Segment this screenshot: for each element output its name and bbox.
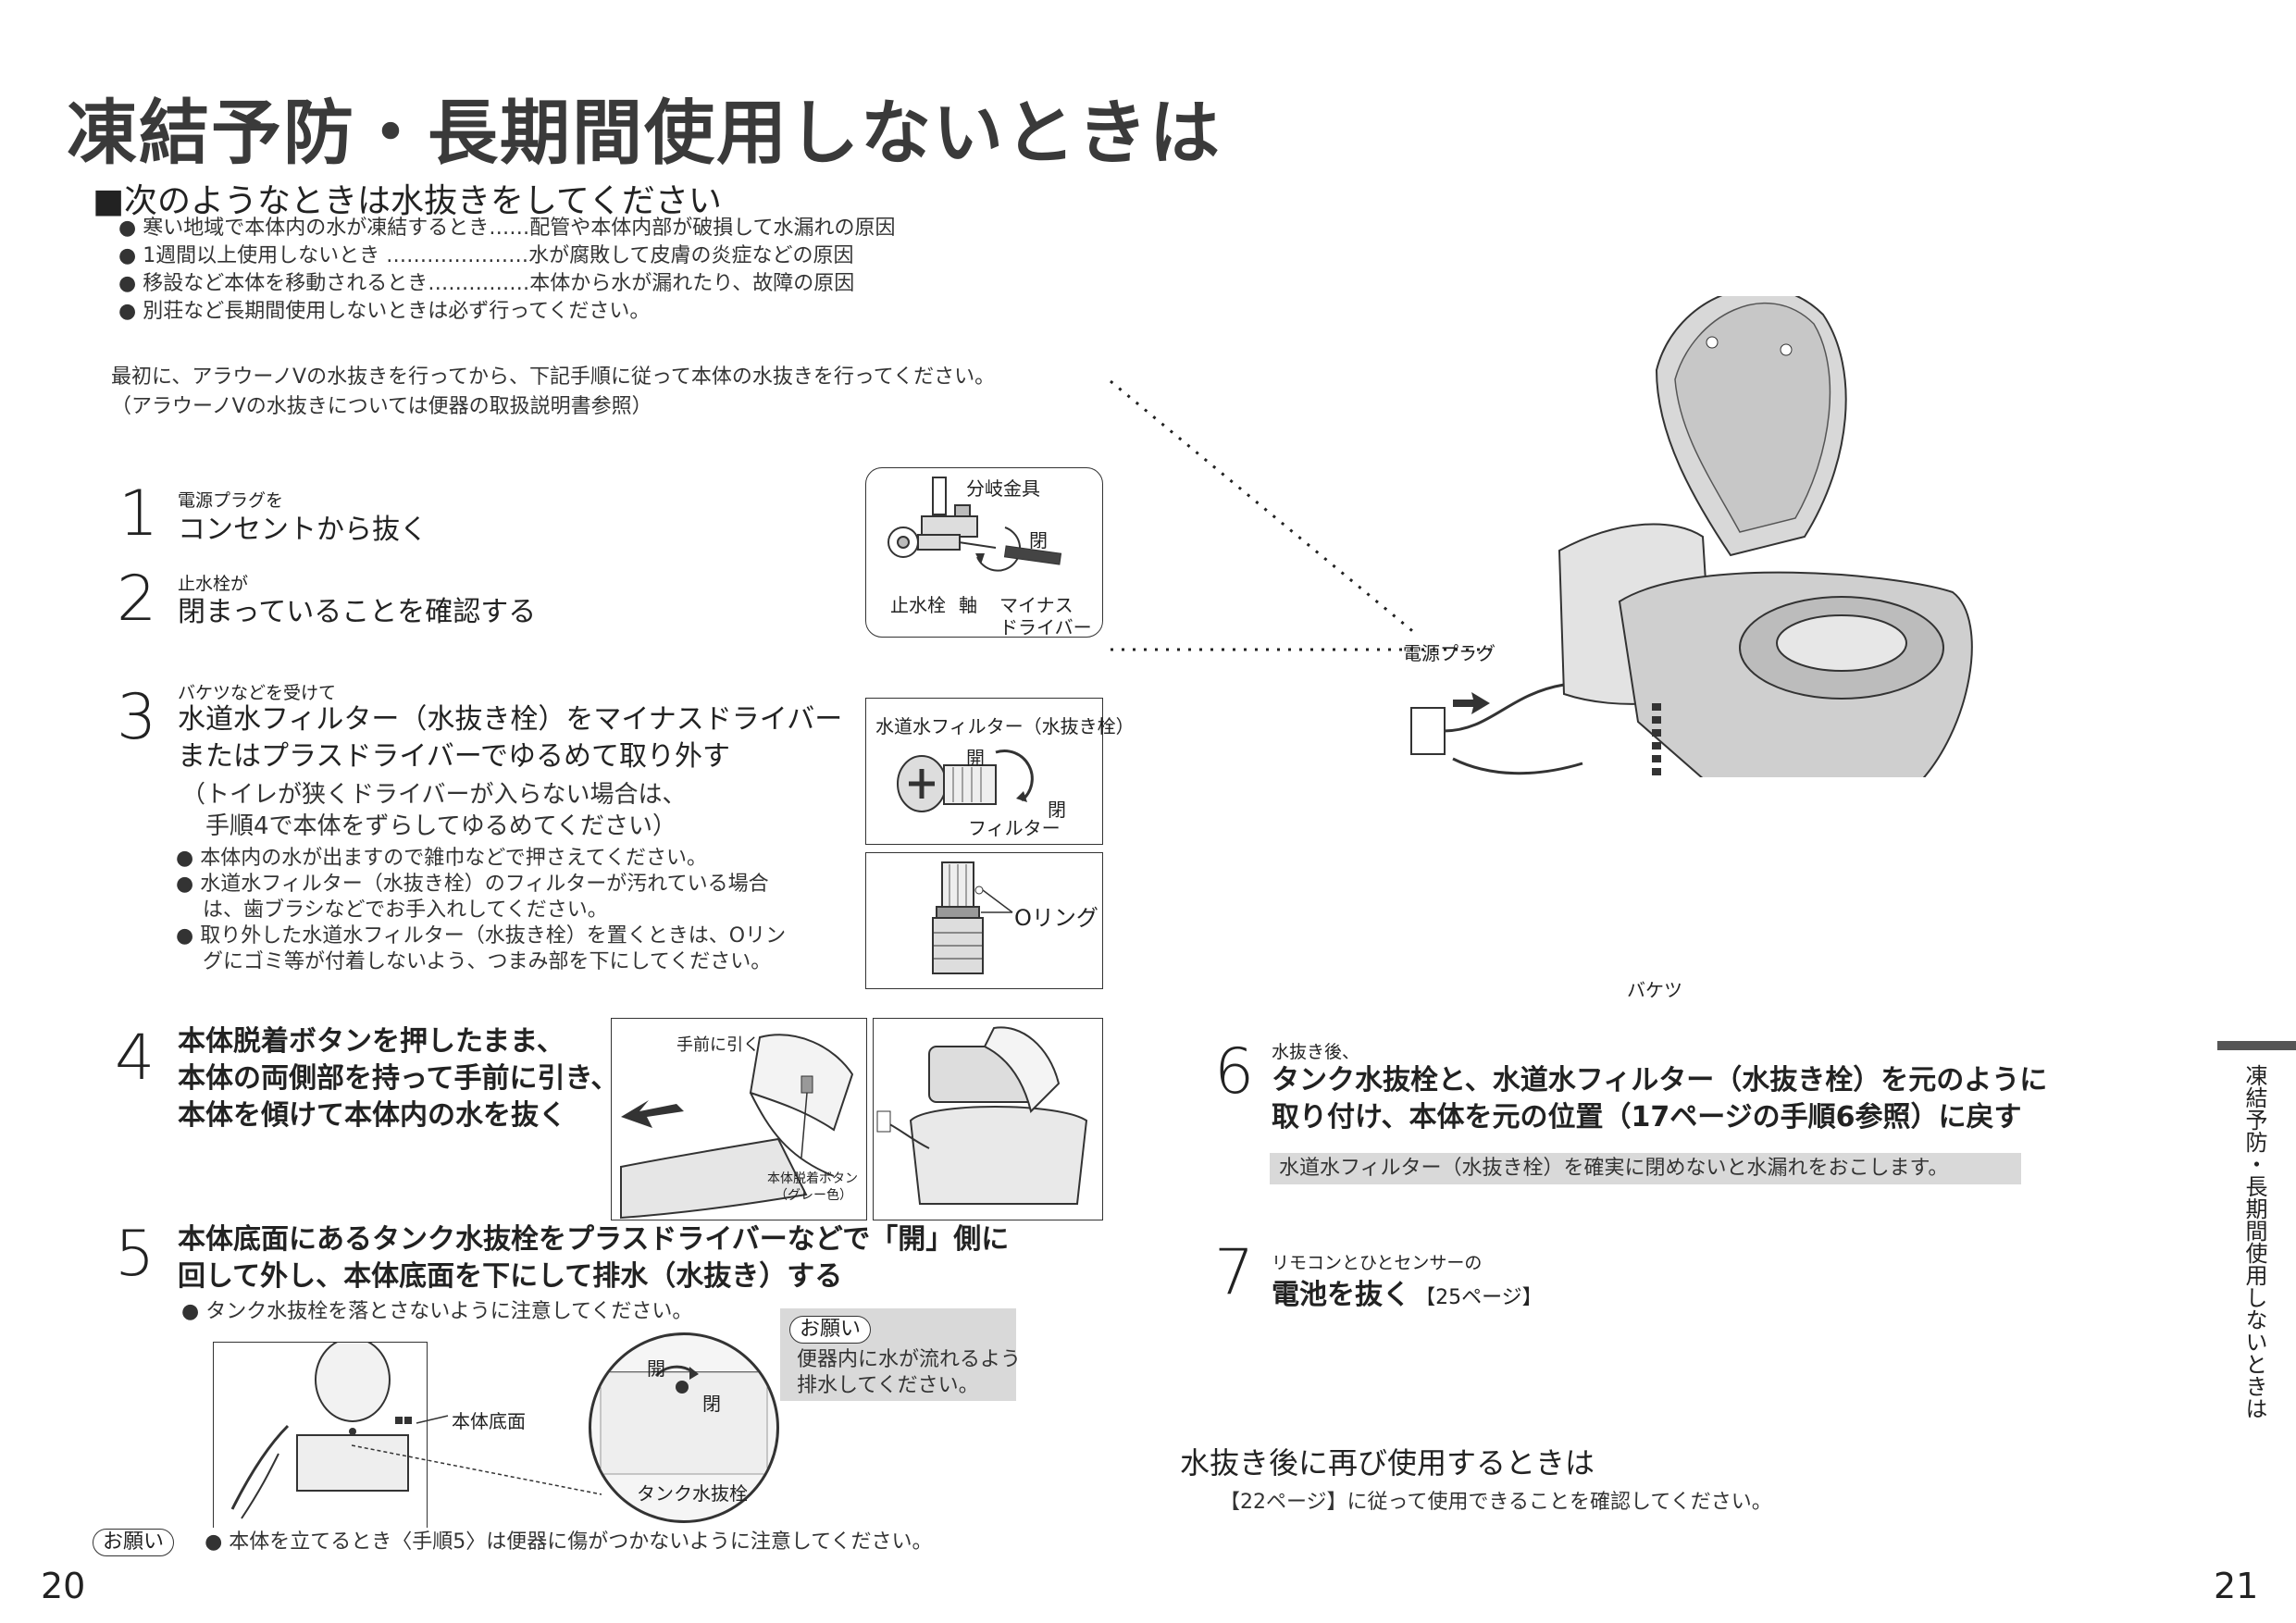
valve-figure: 分岐金具 閉 止水栓 軸 マイナス ドライバー	[865, 467, 1103, 638]
step-small-text: バケツなどを受けて	[178, 683, 337, 703]
step-notes: ● 本体内の水が出ますので雑巾などで押さえてください。 ● 水道水フィルター（水…	[176, 846, 786, 975]
note-line: ● 水道水フィルター（水抜き栓）のフィルターが汚れている場合	[176, 873, 769, 896]
valve-label: ドライバー	[999, 616, 1092, 638]
step-number: 4	[115, 1022, 155, 1095]
step-small-text: リモコンとひとセンサーの	[1272, 1253, 1483, 1273]
reuse-text: 【22ページ】に従って使用できることを確認してください。	[1220, 1491, 1772, 1514]
filter-label: フィルター	[968, 817, 1061, 839]
intro-line: 最初に、アラウーノVの水抜きを行ってから、下記手順に従って本体の水抜きを行ってく…	[111, 365, 996, 389]
step-main-line: 電池を抜く 【25ページ】	[1272, 1277, 1543, 1314]
step-number: 3	[117, 681, 157, 754]
note-line: ● 取り外した水道水フィルター（水抜き栓）を置くときは、Oリン	[176, 924, 787, 948]
step-main-text: 閉まっていることを確認する	[178, 596, 537, 628]
step-sub-text: （トイレが狭くドライバーが入らない場合は、	[181, 781, 687, 809]
step-main-text: 本体の両側部を持って手前に引き、	[178, 1062, 619, 1095]
step-main-text: コンセントから抜く	[178, 514, 428, 546]
step4-label: 本体脱着ボタン	[767, 1171, 858, 1186]
step-number: 1	[118, 477, 159, 551]
page-title: 凍結予防・長期間使用しないときは	[67, 92, 1222, 174]
intro-line: （アラウーノVの水抜きについては便器の取扱説明書参照）	[111, 395, 652, 418]
page-number-right: 21	[2214, 1566, 2259, 1606]
step-number: 5	[115, 1218, 155, 1291]
step-main-text: タンク水抜栓と、水道水フィルター（水抜き栓）を元のように	[1272, 1064, 2048, 1096]
valve-label: 軸	[959, 594, 977, 616]
onegai-text: 排水してください。	[797, 1374, 979, 1397]
step4-figure-right	[873, 1018, 1103, 1220]
filter-figure: 水道水フィルター（水抜き栓） 開 閉 フィルター	[865, 698, 1135, 845]
side-tab-bar	[2217, 1041, 2296, 1050]
valve-label: 分岐金具	[966, 477, 1040, 500]
step-sub-text: 手順4で本体をずらしてゆるめてください）	[181, 812, 676, 840]
reuse-heading: 水抜き後に再び使用するときは	[1180, 1445, 1595, 1481]
step-main-text: 水道水フィルター（水抜き栓）をマイナスドライバー	[178, 703, 843, 736]
toilet-label-bucket: バケツ	[1627, 979, 1682, 1001]
filter-label: 開	[966, 747, 985, 769]
step-main-text: 本体底面にあるタンク水抜栓をプラスドライバーなどで「開」側に	[178, 1223, 1010, 1256]
step4-label: 手前に引く	[676, 1035, 760, 1055]
oring-illustration	[932, 861, 1013, 974]
bullet-list: ● 寒い地域で本体内の水が凍結するとき……配管や本体内部が破損して水漏れの原因 …	[118, 215, 896, 326]
filter-illustration	[897, 750, 1034, 812]
onegai-box: お願い 便器内に水が流れるよう 排水してください。	[780, 1308, 1021, 1401]
step-main-text: 本体を傾けて本体内の水を抜く	[178, 1099, 566, 1132]
step-number: 7	[1214, 1236, 1255, 1309]
step-main-text: またはプラスドライバーでゆるめて取り外す	[178, 740, 730, 773]
onegai-label: お願い	[789, 1316, 872, 1344]
filter-label: 閉	[1048, 799, 1066, 821]
step5-zoom-label: 閉	[702, 1393, 721, 1415]
list-item: ● 移設など本体を移動されるとき……………本体から水が漏れたり、故障の原因	[118, 272, 855, 295]
page-reference: 【25ページ】	[1415, 1286, 1543, 1309]
step-number: 6	[1214, 1035, 1255, 1109]
note-line: グにゴミ等が付着しないよう、つまみ部を下にしてください。	[176, 950, 772, 973]
bottom-note-text: ● 本体を立てるとき〈手順5〉は便器に傷がつかないように注意してください。	[205, 1530, 933, 1554]
step-main-text: 電池を抜く	[1272, 1279, 1410, 1311]
step5-zoom-label: 開	[647, 1357, 665, 1380]
toilet-label-plug: 電源プラグ	[1403, 642, 1496, 664]
oring-label: Oリング	[1014, 905, 1098, 931]
list-item: ● 別荘など長期間使用しないときは必ず行ってください。	[118, 300, 651, 323]
side-tab: 凍結予防・長期間使用しないときは	[2241, 1064, 2267, 1419]
warning-banner: 水道水フィルター（水抜き栓）を確実に閉めないと水漏れをおこします。	[1270, 1153, 2021, 1184]
step5-illustration-left	[230, 1343, 412, 1519]
valve-illustration	[887, 477, 1062, 572]
step-main-text: 本体脱着ボタンを押したまま、	[178, 1025, 565, 1058]
step4-illustration-left	[620, 1034, 854, 1220]
step5-zoom-illustration	[591, 1365, 776, 1475]
step-main-text: 取り付け、本体を元の位置（17ページの手順6参照）に戻す	[1272, 1101, 2022, 1134]
valve-label: マイナス	[999, 594, 1074, 616]
oring-figure: Oリング	[865, 852, 1103, 989]
step4-figure-left: 手前に引く 本体脱着ボタン （グレー色）	[611, 1018, 867, 1220]
toilet-illustration	[1110, 296, 1973, 777]
step-small-text: 電源プラグを	[178, 490, 284, 511]
bottom-note: お願い ● 本体を立てるとき〈手順5〉は便器に傷がつかないように注意してください…	[93, 1529, 933, 1556]
page-number-left: 20	[41, 1566, 86, 1606]
step-note: ● タンク水抜栓を落とさないように注意してください。	[181, 1300, 693, 1323]
onegai-text: 便器内に水が流れるよう	[797, 1348, 1022, 1371]
intro-text: 最初に、アラウーノVの水抜きを行ってから、下記手順に従って本体の水抜きを行ってく…	[111, 363, 995, 422]
step5-figure-left	[213, 1342, 428, 1528]
note-line: は、歯ブラシなどでお手入れしてください。	[176, 898, 608, 922]
step4-label: （グレー色）	[775, 1188, 852, 1203]
step-small-text: 水抜き後、	[1272, 1042, 1360, 1062]
step-number: 2	[117, 563, 157, 636]
list-item: ● 1週間以上使用しないとき …………………水が腐敗して皮膚の炎症などの原因	[118, 244, 854, 267]
step4-illustration-right	[876, 1026, 1088, 1205]
step5-leader-lines	[352, 1415, 602, 1495]
valve-label: 止水栓	[890, 594, 946, 616]
filter-caption: 水道水フィルター（水抜き栓）	[875, 715, 1135, 737]
onegai-label: お願い	[93, 1529, 175, 1556]
step-main-text: 回して外し、本体底面を下にして排水（水抜き）する	[178, 1260, 843, 1293]
step5-label: タンク水抜栓	[637, 1482, 748, 1505]
step-small-text: 止水栓が	[178, 574, 249, 594]
list-item: ● 寒い地域で本体内の水が凍結するとき……配管や本体内部が破損して水漏れの原因	[118, 217, 896, 240]
valve-label: 閉	[1029, 529, 1048, 551]
note-line: ● 本体内の水が出ますので雑巾などで押さえてください。	[176, 847, 707, 870]
step5-label: 本体底面	[452, 1410, 526, 1432]
section-heading: ■次のようなときは水抜きをしてください	[93, 182, 722, 220]
step5-figure-zoom: 開 閉	[589, 1332, 779, 1523]
